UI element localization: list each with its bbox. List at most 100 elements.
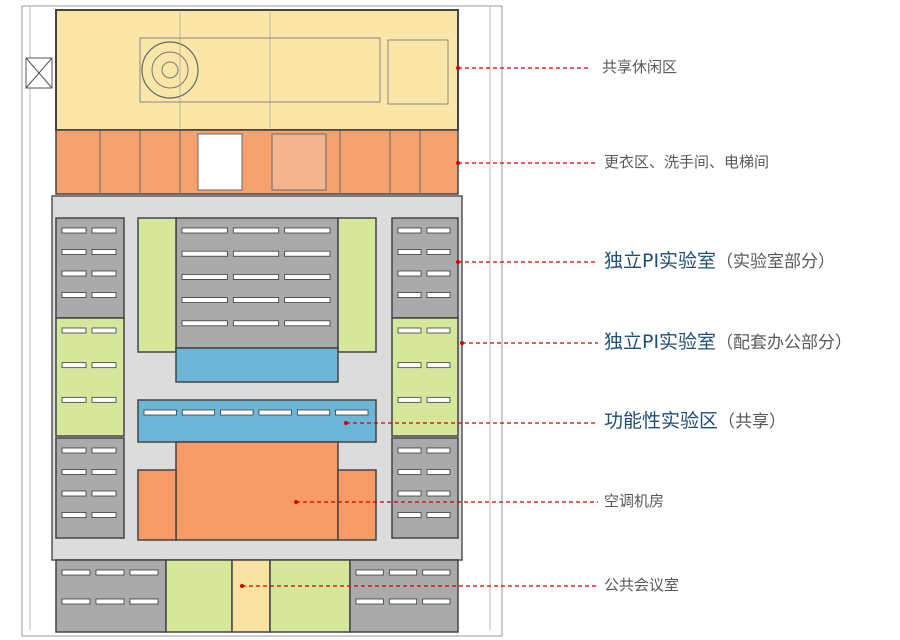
lab-bench xyxy=(91,490,117,497)
lab-bench xyxy=(426,292,451,298)
lab-bench xyxy=(397,490,422,497)
lab-bench xyxy=(284,297,331,304)
label-pi-lab-main: 独立PI实验室（实验室部分） xyxy=(604,252,835,271)
lab-bench xyxy=(91,447,117,454)
leader-dot xyxy=(344,421,348,425)
hvac-side-right xyxy=(337,469,377,541)
label-pi-lab-office-sub: （配套办公部分） xyxy=(716,333,853,353)
lab-bench xyxy=(220,409,254,416)
pi-lab-left-lower xyxy=(55,437,125,539)
leader-dot xyxy=(460,341,464,345)
lab-bench xyxy=(91,249,117,255)
lab-bench xyxy=(181,409,216,416)
lab-bench xyxy=(426,512,451,518)
lab-bench xyxy=(91,327,117,334)
lab-bench xyxy=(61,469,87,475)
lab-bench xyxy=(232,297,280,304)
lab-bench xyxy=(397,270,422,277)
spiral-stair-icon xyxy=(141,41,199,99)
lab-bench xyxy=(426,227,451,234)
lab-bench xyxy=(426,362,451,369)
lab-bench xyxy=(232,250,280,257)
lab-bench xyxy=(335,409,369,416)
lab-bench xyxy=(61,362,87,369)
meeting-center xyxy=(231,559,271,633)
leader-dot xyxy=(240,584,244,588)
pi-office-left xyxy=(55,317,125,437)
lab-bench xyxy=(61,447,87,454)
label-meeting-room: 公共会议室 xyxy=(604,578,679,593)
label-functional-lab: 功能性实验区（共享） xyxy=(604,412,786,431)
lab-bench xyxy=(426,396,451,403)
lab-bench xyxy=(61,327,87,334)
lab-bench xyxy=(426,447,451,454)
lab-bench xyxy=(426,327,451,334)
lab-bench xyxy=(426,490,451,497)
functional-lab-strip xyxy=(175,347,339,383)
lab-bench xyxy=(61,396,87,403)
lab-bench xyxy=(284,227,331,234)
lab-bench xyxy=(232,227,280,234)
meeting-right-green xyxy=(269,559,351,633)
leader-dot xyxy=(456,260,460,264)
lab-bench xyxy=(397,292,422,298)
lab-bench xyxy=(61,270,87,277)
label-functional-lab-text: 功能性实验区 xyxy=(604,410,719,432)
lab-bench xyxy=(61,292,87,298)
pi-office-center-left xyxy=(137,217,177,353)
label-pi-lab-office: 独立PI实验室（配套办公部分） xyxy=(604,333,852,352)
pi-lab-left-upper xyxy=(55,217,125,319)
label-hvac-room: 空调机房 xyxy=(604,494,664,509)
lab-bench xyxy=(181,297,228,304)
label-meeting-room-text: 公共会议室 xyxy=(604,576,680,594)
lab-bench xyxy=(181,227,228,234)
lab-bench-pattern xyxy=(61,227,451,605)
lab-bench xyxy=(355,569,384,576)
lab-bench xyxy=(397,362,422,369)
label-shared-lounge: 共享休闲区 xyxy=(602,60,677,75)
functional-lab-row xyxy=(137,399,377,443)
lab-bench xyxy=(129,569,159,576)
lab-bench xyxy=(61,249,87,255)
service-zone xyxy=(55,129,459,195)
lab-bench xyxy=(284,273,331,280)
lab-bench xyxy=(143,409,177,416)
leader-dot xyxy=(456,161,460,165)
elevator-block xyxy=(271,133,327,191)
lab-bench xyxy=(397,396,422,403)
lab-bench xyxy=(181,320,228,327)
lab-bench xyxy=(426,469,451,475)
lab-bench xyxy=(61,512,87,518)
label-changing-area-text: 更衣区、洗手间、电梯间 xyxy=(604,153,770,171)
label-functional-lab-sub: （共享） xyxy=(718,412,787,432)
lab-bench xyxy=(61,569,91,576)
pi-lab-center xyxy=(175,217,339,349)
lab-bench xyxy=(232,320,280,327)
label-hvac-room-text: 空调机房 xyxy=(604,492,665,510)
lab-bench xyxy=(61,490,87,497)
lab-bench xyxy=(91,227,117,234)
lab-bench xyxy=(61,227,87,234)
pi-lab-right-lower xyxy=(391,437,459,539)
lab-bench xyxy=(258,409,292,416)
lab-bench xyxy=(397,249,422,255)
lab-bench xyxy=(422,598,451,605)
label-pi-lab-main-text: 独立PI实验室 xyxy=(604,250,717,272)
lab-bench xyxy=(91,292,117,298)
label-changing-area: 更衣区、洗手间、电梯间 xyxy=(604,155,769,170)
shared-lounge-zone xyxy=(55,9,459,131)
lab-bench xyxy=(232,273,280,280)
lab-bench xyxy=(181,273,228,280)
lab-bench xyxy=(95,569,125,576)
lab-bench xyxy=(355,598,384,605)
lab-bench xyxy=(397,447,422,454)
lab-bench xyxy=(422,569,451,576)
hvac-side-left xyxy=(137,469,177,541)
lab-bench xyxy=(284,250,331,257)
lab-bench xyxy=(61,598,91,605)
leader-dot xyxy=(294,500,298,504)
lab-bench xyxy=(129,598,159,605)
hvac-room xyxy=(175,441,339,541)
lab-bench xyxy=(181,250,228,257)
